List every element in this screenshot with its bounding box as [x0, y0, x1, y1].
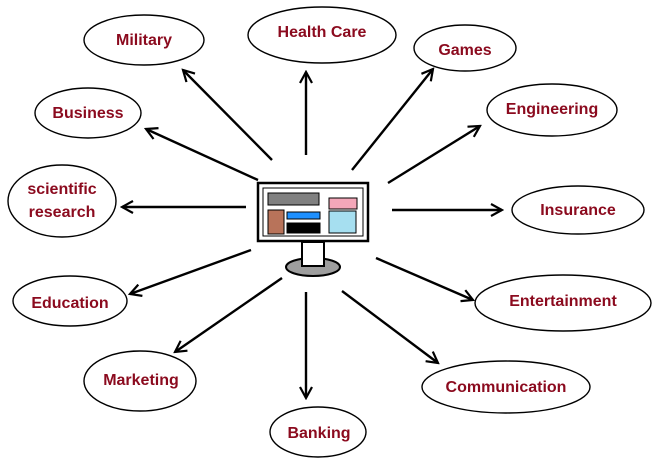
node-label: Insurance — [540, 202, 616, 219]
node-games: Games — [413, 24, 517, 72]
screen-pink-panel — [328, 197, 358, 210]
arrow-engineering — [387, 126, 480, 185]
monitor-neck — [301, 241, 325, 267]
node-marketing: Marketing — [83, 350, 197, 412]
screen-sidebar-block — [267, 209, 285, 235]
arrow-business — [146, 129, 259, 182]
node-business: Business — [34, 87, 142, 139]
screen-lightblue-panel — [328, 210, 357, 234]
node-label: Banking — [287, 425, 350, 442]
node-label: Military — [116, 32, 172, 49]
node-label: Marketing — [103, 372, 179, 389]
arrows-group — [122, 69, 502, 398]
screen-header-bar — [267, 192, 320, 206]
node-communication: Communication — [421, 360, 591, 414]
arrow-games — [351, 69, 433, 171]
computer-monitor-icon — [256, 181, 370, 277]
screen-black-bar — [286, 222, 321, 234]
node-education: Education — [12, 275, 128, 327]
arrow-military — [183, 70, 273, 161]
arrow-communication — [341, 290, 438, 363]
arrow-education — [130, 248, 252, 294]
screen-blue-bar — [286, 211, 321, 220]
node-label: Business — [52, 105, 123, 122]
node-label: Games — [438, 42, 491, 59]
node-entertainment: Entertainment — [474, 274, 652, 332]
node-military: Military — [83, 14, 205, 66]
arrow-marketing — [175, 277, 283, 352]
node-banking: Banking — [269, 406, 367, 458]
arrow-entertainment — [375, 256, 473, 300]
node-label: Health Care — [278, 24, 367, 41]
node-engineering: Engineering — [486, 83, 618, 137]
node-insurance: Insurance — [511, 185, 645, 235]
node-label: Engineering — [506, 101, 598, 118]
node-label: Entertainment — [509, 293, 617, 310]
node-health-care: Health Care — [247, 6, 397, 64]
node-label: Communication — [446, 379, 567, 396]
node-label: Education — [31, 295, 108, 312]
